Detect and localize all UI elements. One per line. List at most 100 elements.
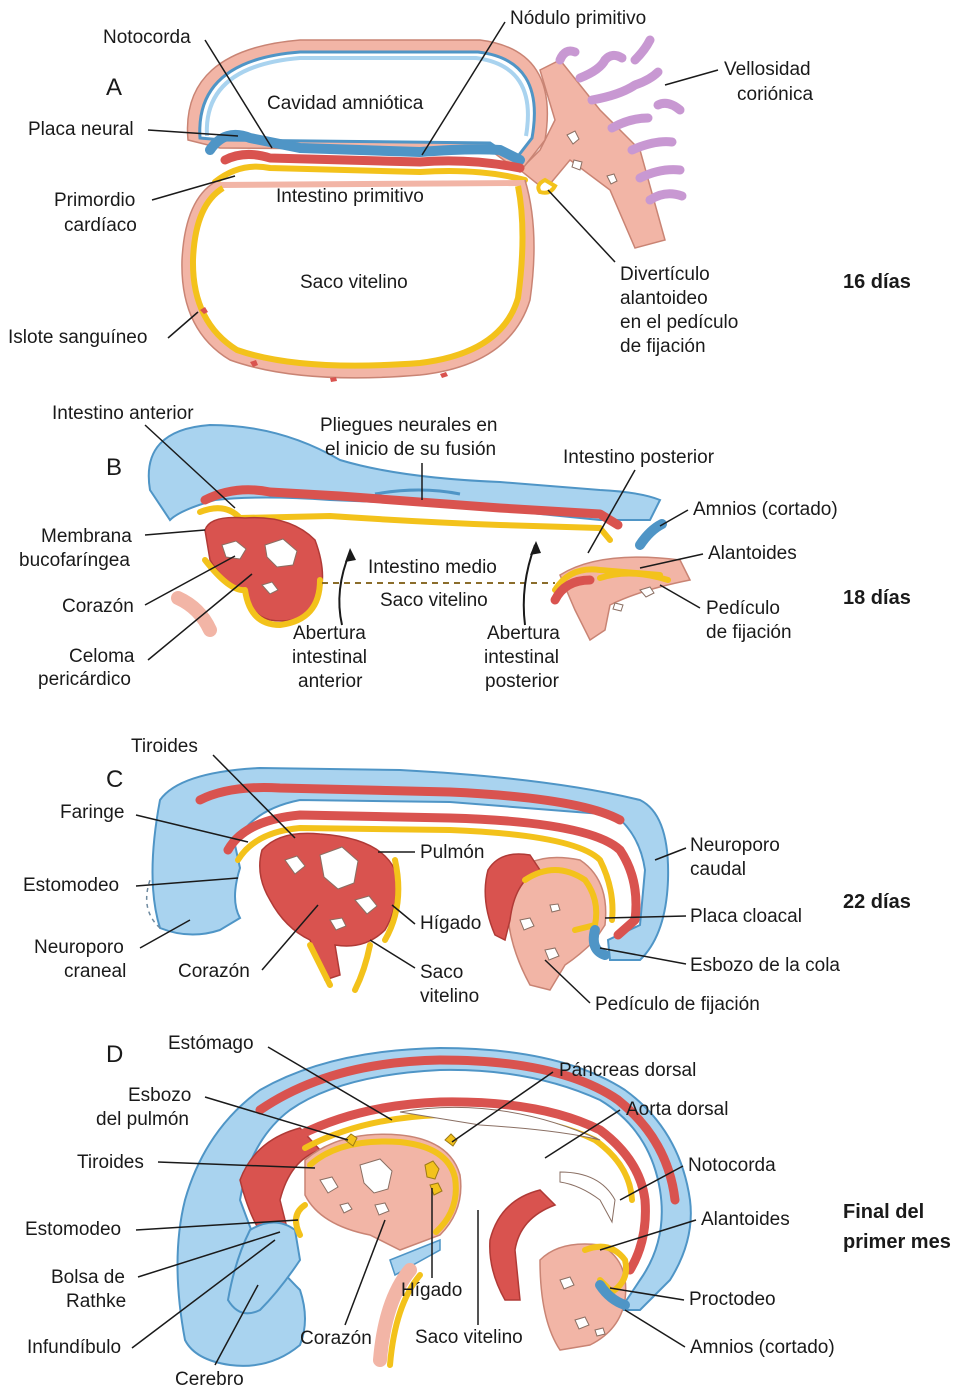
leader-celoma [148,574,252,660]
label-islote-sanguineo: Islote sanguíneo [8,327,147,348]
aorta-lumen [400,1107,600,1140]
label-aorta-dorsal: Aorta dorsal [626,1099,728,1120]
panel-letter-d: D [106,1041,123,1068]
label-diverticulo-1: Divertículo [620,264,710,285]
label-placa-cloacal: Placa cloacal [690,906,802,927]
label-primordio-2: cardíaco [64,215,137,236]
label-vellosidad-2: coriónica [737,84,813,105]
label-infundibulo: Infundíbulo [27,1337,121,1358]
label-neuroporo-craneal-2: craneal [64,961,126,982]
label-notocorda-a: Notocorda [103,27,191,48]
label-pliegues-2: el inicio de su fusión [325,439,496,460]
label-saco-c-1: Saco [420,962,463,983]
heart-region-d [305,1134,461,1250]
label-pediculo-c: Pedículo de fijación [595,994,760,1015]
label-corazon-b: Corazón [62,596,134,617]
label-diverticulo-3: en el pedículo [620,312,738,333]
leader-amnios-b [660,510,688,526]
label-saco-vitelino-a: Saco vitelino [300,272,408,293]
stage-final-2: primer mes [843,1231,951,1253]
label-saco-vitelino-d: Saco vitelino [415,1327,523,1348]
yolk-wall-left-b [178,598,210,630]
label-tiroides-d: Tiroides [77,1152,144,1173]
leader-islote [168,312,198,338]
label-higado-d: Hígado [401,1280,462,1301]
panel-letter-a: A [106,74,122,101]
label-abertura-post-3: posterior [485,671,560,692]
label-faringe: Faringe [60,802,124,823]
label-neuroporo-caudal-1: Neuroporo [690,835,780,856]
label-corazon-d: Corazón [300,1328,372,1349]
leader-placa-cloacal [605,916,686,918]
panel-d: D Final del primer mes Estómago Páncreas… [25,1033,951,1390]
stage-final-1: Final del [843,1201,924,1223]
label-celoma-2: pericárdico [38,669,131,690]
label-primordio-1: Primordio [54,190,135,211]
label-nodulo-primitivo: Nódulo primitivo [510,8,646,29]
label-alantoides-d: Alantoides [701,1209,790,1230]
leader-pediculo-b [660,585,700,608]
label-neuroporo-craneal-1: Neuroporo [34,937,124,958]
panel-letter-b: B [106,454,122,481]
label-membrana-1: Membrana [41,526,132,547]
label-saco-vitelino-b: Saco vitelino [380,590,488,611]
leader-membrana [145,530,205,535]
label-diverticulo-2: alantoideo [620,288,708,309]
tail-region-b [555,524,690,640]
panel-letter-c: C [106,766,123,793]
label-celoma-1: Celoma [69,646,135,667]
label-estomodeo-d: Estomodeo [25,1219,121,1240]
label-intestino-primitivo: Intestino primitivo [276,186,424,207]
leader-amnios-d [625,1310,685,1347]
label-membrana-2: bucofaríngea [19,550,130,571]
label-amnios-d: Amnios (cortado) [690,1337,835,1358]
stage-16-dias: 16 días [843,271,911,293]
label-pliegues-1: Pliegues neurales en [320,415,497,436]
label-esbozo-pulmon-2: del pulmón [96,1109,189,1130]
panel-a: A 16 días Notocorda Nódulo primitivo Vel… [8,8,911,382]
stage-22-dias: 22 días [843,891,911,913]
label-intestino-anterior: Intestino anterior [52,403,194,424]
label-esbozo-cola: Esbozo de la cola [690,955,840,976]
heart-region-b [205,518,323,626]
label-bolsa-1: Bolsa de [51,1267,125,1288]
label-intestino-medio: Intestino medio [368,557,497,578]
label-proctodeo: Proctodeo [689,1289,776,1310]
label-pediculo-b-1: Pedículo [706,598,780,619]
label-abertura-post-1: Abertura [487,623,560,644]
label-abertura-ant-2: intestinal [292,647,367,668]
label-diverticulo-4: de fijación [620,336,706,357]
label-pancreas-dorsal: Páncreas dorsal [559,1060,696,1081]
label-bolsa-2: Rathke [66,1291,126,1312]
heart-region-c [260,833,399,990]
label-cavidad-amniotica: Cavidad amniótica [267,93,424,114]
stage-18-dias: 18 días [843,587,911,609]
label-vellosidad-1: Vellosidad [724,59,811,80]
leader-saco-c [370,940,415,968]
label-saco-c-2: vitelino [420,986,479,1007]
panel-c: C 22 días Tiroides Faringe Pulmón Neurop… [23,736,911,1015]
label-placa-neural: Placa neural [28,119,134,140]
label-alantoides-b: Alantoides [708,543,797,564]
leader-vellosidad [665,70,718,85]
leader-diverticulo [548,190,615,262]
leader-corazon-d [345,1220,385,1325]
label-cerebro: Cerebro [175,1369,244,1390]
arrow-abertura-anterior [339,552,350,625]
tail-region-d [490,1190,626,1350]
label-abertura-post-2: intestinal [484,647,559,668]
label-amnios-b: Amnios (cortado) [693,499,838,520]
label-pediculo-b-2: de fijación [706,622,792,643]
tail-region-c [485,854,605,990]
label-abertura-ant-3: anterior [298,671,363,692]
label-abertura-ant-1: Abertura [293,623,366,644]
label-estomago: Estómago [168,1033,254,1054]
label-notocorda-d: Notocorda [688,1155,776,1176]
label-estomodeo-c: Estomodeo [23,875,119,896]
label-corazon-c: Corazón [178,961,250,982]
label-neuroporo-caudal-2: caudal [690,859,746,880]
label-tiroides-c: Tiroides [131,736,198,757]
panel-b: B 18 días Intestino anterior Pliegues ne… [19,403,911,692]
